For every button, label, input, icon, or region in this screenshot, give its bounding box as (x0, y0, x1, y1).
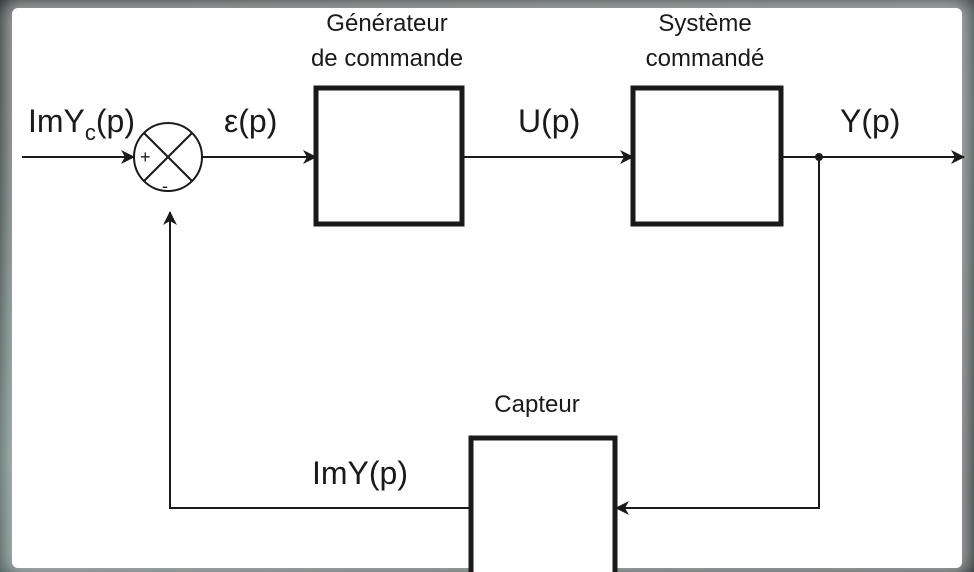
measure-label: ImY(p) (312, 455, 408, 491)
reference-label: ImYc(p) (28, 103, 135, 145)
plus-sign: + (140, 147, 151, 167)
output-label: Y(p) (840, 103, 900, 139)
feedback-to-sensor-line (615, 157, 820, 515)
controller-title-line2: de commande (311, 45, 463, 72)
plant-title-line1: Système (658, 10, 751, 37)
plant-block (630, 85, 784, 227)
command-label: U(p) (518, 103, 580, 139)
minus-sign: - (162, 176, 168, 196)
sensor-title: Capteur (494, 391, 579, 418)
plant-title-line2: commandé (646, 45, 765, 72)
controller-block (313, 85, 465, 227)
sensor-block (468, 435, 618, 572)
error-label: ε(p) (224, 103, 277, 139)
comparator: + - (133, 122, 203, 196)
feedback-to-comparator-line (163, 211, 471, 509)
controller-title-line1: Générateur (326, 10, 447, 37)
